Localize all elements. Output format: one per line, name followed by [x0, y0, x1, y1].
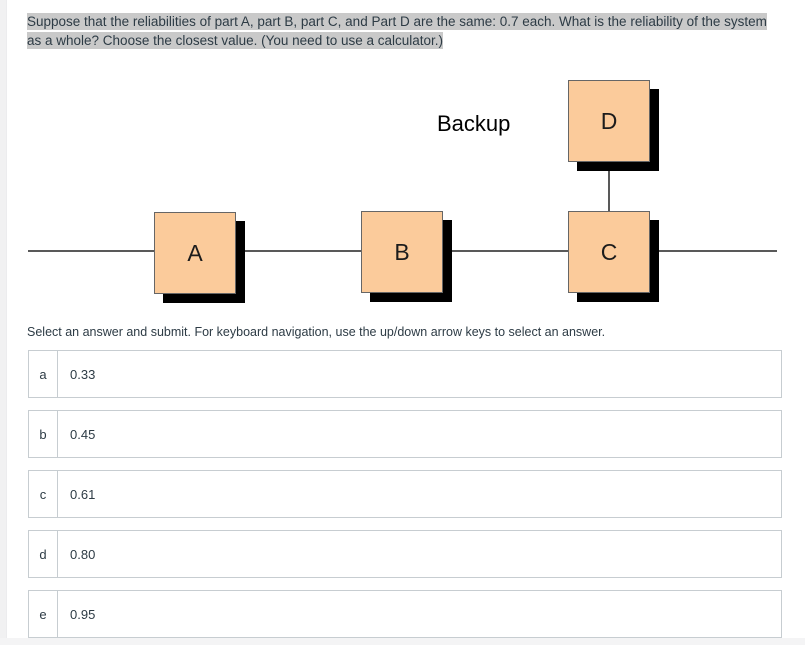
option-e-letter: e: [29, 591, 58, 637]
option-e-value: 0.95: [70, 606, 96, 622]
answer-option-a[interactable]: a 0.33: [28, 350, 782, 398]
backup-connector-line: [608, 170, 610, 212]
option-a-value: 0.33: [70, 366, 96, 382]
diagram-box-d: D: [568, 80, 650, 162]
answer-option-c[interactable]: c 0.61: [28, 470, 782, 518]
question-text-highlight: Suppose that the reliabilities of part A…: [27, 13, 767, 49]
option-d-value: 0.80: [70, 546, 96, 562]
answer-option-b[interactable]: b 0.45: [28, 410, 782, 458]
option-b-value: 0.45: [70, 426, 96, 442]
option-b-letter: b: [29, 411, 58, 457]
box-c-label: C: [600, 238, 618, 265]
answer-option-e[interactable]: e 0.95: [28, 590, 782, 638]
option-d-letter: d: [29, 531, 58, 577]
diagram-box-a: A: [154, 212, 236, 294]
option-c-value: 0.61: [70, 486, 96, 502]
diagram-box-b: B: [361, 211, 443, 293]
diagram-box-c: C: [568, 211, 650, 293]
box-b-label: B: [394, 238, 410, 265]
page-left-edge: [0, 0, 7, 645]
keyboard-navigation-instructions: Select an answer and submit. For keyboar…: [27, 325, 606, 339]
question-text: Suppose that the reliabilities of part A…: [27, 13, 775, 50]
box-a-label: A: [187, 239, 203, 266]
backup-label: Backup: [437, 111, 511, 136]
box-d-label: D: [600, 107, 618, 134]
option-a-letter: a: [29, 351, 58, 397]
page-bottom-edge: [0, 638, 805, 645]
option-c-letter: c: [29, 471, 58, 517]
answer-options-list: a 0.33 b 0.45 c 0.61 d 0.80 e 0.95: [28, 350, 782, 650]
answer-option-d[interactable]: d 0.80: [28, 530, 782, 578]
